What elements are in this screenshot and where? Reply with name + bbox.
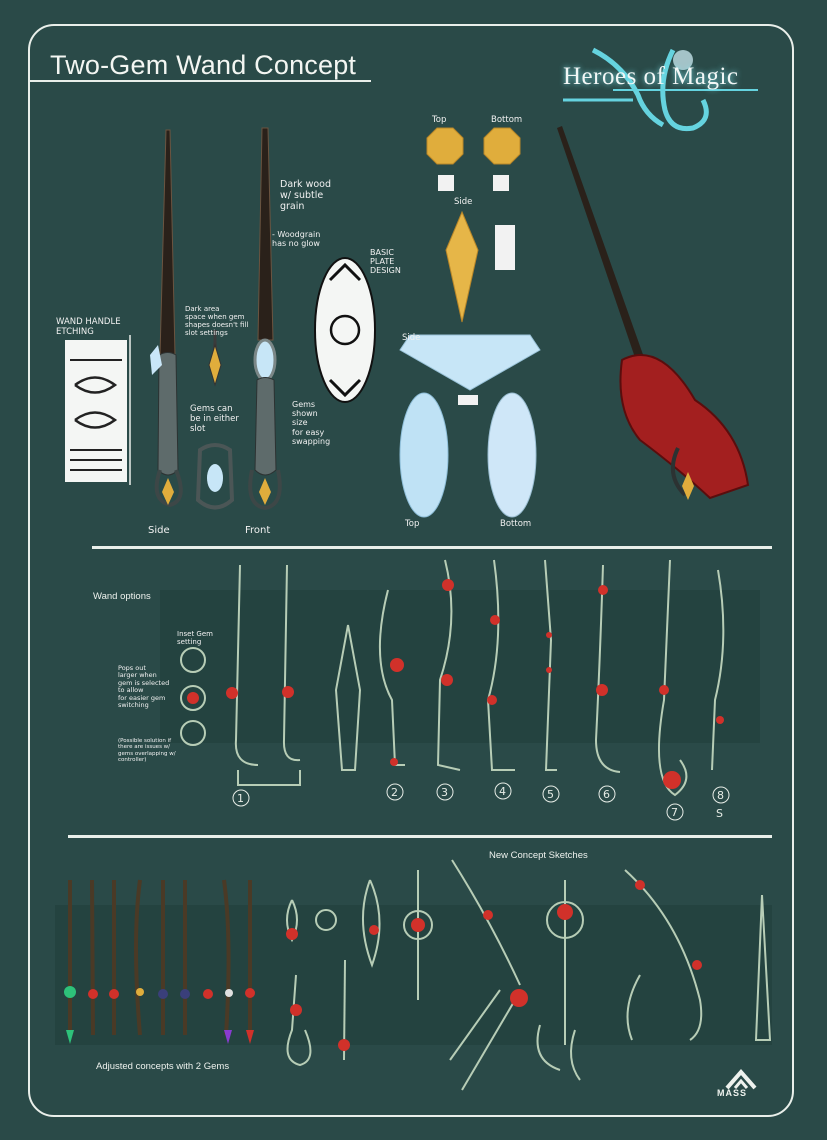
oval-bottom-label: Bottom [500, 519, 532, 529]
wand-option-6 [594, 564, 621, 773]
front-wand [248, 127, 282, 511]
wand-option-5 [544, 559, 557, 771]
oval-bottom-icon [487, 392, 537, 518]
option-number-8: 8 [717, 789, 724, 802]
gem-bottom-label: Bottom [491, 115, 523, 125]
oval-top-label: Top [405, 519, 420, 529]
option-s-label: S [716, 807, 723, 820]
inset-gem-2 [180, 685, 206, 711]
gem-top-icon [426, 127, 464, 165]
gem-side-icon [445, 210, 479, 323]
gem-top-label: Top [432, 115, 447, 125]
page-title: Two-Gem Wand Concept [50, 50, 357, 80]
section1-art [65, 126, 750, 518]
option-number-4: 4 [499, 785, 506, 798]
option-number-5: 5 [547, 788, 554, 801]
possible-solution-note: (Possible solution if there are issues w… [118, 738, 176, 763]
side-label: Side [148, 525, 170, 536]
oval-top-icon [399, 392, 449, 518]
dark-wood-note: Dark wood w/ subtle grain [280, 179, 331, 212]
mass-logo-text: MASS [717, 1088, 748, 1098]
woodgrain-note: - Woodgrain has no glow [272, 230, 321, 249]
dark-gem-wand [195, 330, 235, 510]
adjusted-wands-row [64, 879, 255, 1044]
inset-gem-1 [180, 647, 206, 673]
hand-with-wand [557, 126, 750, 500]
plate-design [314, 257, 376, 403]
adjusted-concepts-caption: Adjusted concepts with 2 Gems [96, 1061, 230, 1072]
option-number-7: 7 [671, 806, 678, 819]
oval-side-label: Side [402, 333, 421, 343]
option-number-1: 1 [237, 792, 244, 805]
front-label: Front [245, 525, 271, 536]
new-concept-heading: New Concept Sketches [489, 850, 588, 861]
option-number-3: 3 [441, 786, 448, 799]
section-divider-1 [92, 546, 772, 549]
pops-out-note: Pops out larger when gem is selected to … [118, 664, 170, 710]
gems-swap-note: Gems shown size for easy swapping [292, 400, 331, 446]
gem-side-label: Side [454, 197, 473, 207]
wand-option-7 [657, 559, 688, 797]
wand-options-heading: Wand options [93, 591, 151, 602]
inset-gem-3 [180, 720, 206, 746]
side-wand [150, 129, 183, 508]
option-number-6: 6 [603, 788, 610, 801]
logo-emblem-icon [563, 47, 758, 132]
oval-side-icon [399, 334, 541, 391]
wand-option-1b [282, 564, 301, 762]
dark-area-note: Dark area space when gem shapes doesn't … [185, 305, 249, 338]
plate-design-label: BASIC PLATE DESIGN [370, 248, 401, 276]
title-underline [30, 80, 371, 82]
handle-etching-panel [65, 340, 127, 482]
mass-logo-icon [725, 1068, 757, 1090]
handle-etching-label: WAND HANDLE ETCHING [56, 317, 121, 337]
wand-options-sketches [180, 559, 730, 821]
inset-gem-label: Inset Gem setting [177, 630, 213, 647]
wand-options-band [160, 590, 760, 743]
section-divider-2 [68, 835, 772, 838]
gems-slot-note: Gems can be in either slot [190, 404, 239, 434]
wand-option-1a [234, 564, 259, 766]
wand-option-2a [334, 624, 362, 771]
wand-option-8 [711, 569, 725, 771]
logo-text: Heroes of Magic [563, 63, 739, 90]
option-number-2: 2 [391, 786, 398, 799]
gem-bottom-icon [483, 127, 521, 165]
wand-option-2b [378, 589, 405, 766]
page-frame [28, 24, 794, 1117]
wand-option-3 [436, 559, 461, 771]
